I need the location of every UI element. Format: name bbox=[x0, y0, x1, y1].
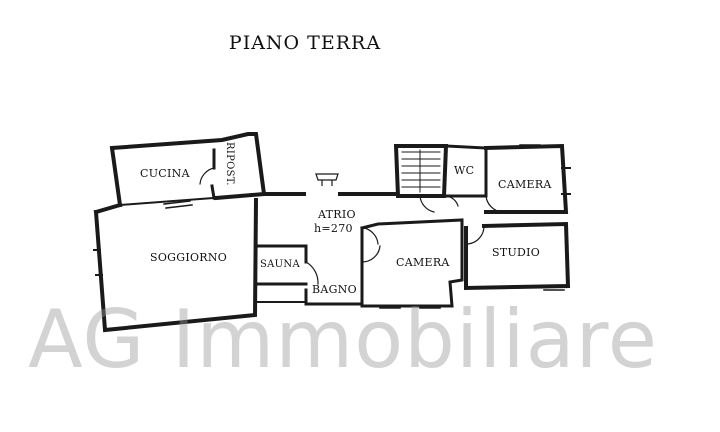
room-label-bedroom-center: CAMERA bbox=[396, 256, 450, 269]
plan-title: PIANO TERRA bbox=[228, 32, 382, 54]
room-label-storage: RIPOST. bbox=[224, 142, 235, 186]
window-marks bbox=[163, 144, 565, 309]
room-label-living: SOGGIORNO bbox=[150, 251, 228, 264]
wc-walls bbox=[444, 144, 488, 198]
right-bedroom-walls bbox=[483, 143, 569, 214]
room-label-studio: STUDIO bbox=[492, 246, 541, 259]
kitchen-inner-wall bbox=[118, 196, 216, 207]
studio-walls bbox=[464, 221, 571, 291]
kitchen-walls bbox=[109, 132, 267, 208]
stairs-treads bbox=[401, 149, 441, 193]
fireplace-symbol bbox=[315, 173, 339, 186]
room-label-wc: WC bbox=[454, 164, 475, 177]
living-left-mark bbox=[93, 249, 103, 276]
door-swings bbox=[199, 167, 503, 285]
room-label-bathroom: BAGNO bbox=[312, 283, 357, 296]
sauna-walls bbox=[256, 244, 308, 286]
room-label-kitchen: CUCINA bbox=[140, 167, 190, 180]
stairs-walls bbox=[393, 144, 449, 198]
living-walls bbox=[93, 197, 259, 333]
center-bedroom-walls bbox=[360, 218, 464, 308]
kitchen-partition bbox=[210, 148, 216, 200]
right-bedroom-ticks bbox=[561, 167, 571, 195]
atrium-height-label: h=270 bbox=[314, 222, 353, 235]
watermark: AG Immobiliare bbox=[28, 293, 658, 386]
room-label-sauna: SAUNA bbox=[260, 259, 300, 270]
room-label-atrium: ATRIO bbox=[318, 208, 356, 221]
room-label-bedroom-right: CAMERA bbox=[498, 178, 552, 191]
